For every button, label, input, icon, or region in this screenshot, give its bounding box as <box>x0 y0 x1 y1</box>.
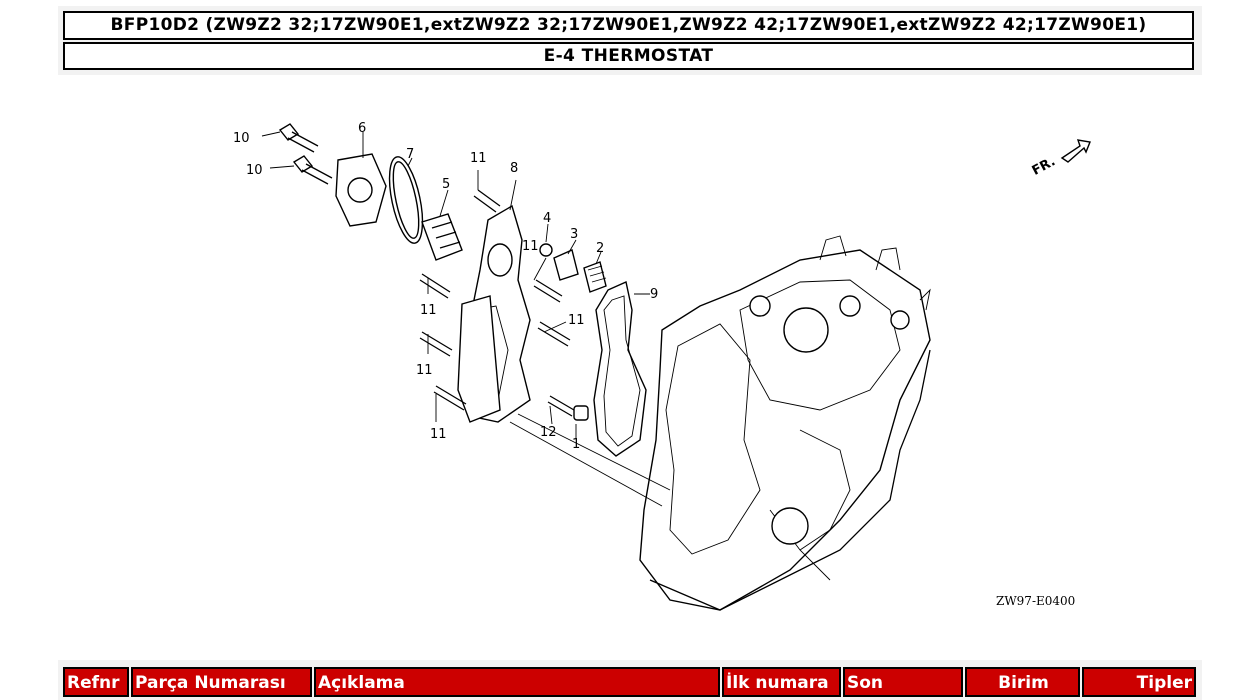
col-description[interactable]: Açıklama <box>314 667 720 697</box>
bolt-10a <box>278 123 319 153</box>
callout-12: 12 <box>540 425 557 440</box>
front-marker: FR. <box>1030 154 1058 179</box>
front-arrow-icon: FR. <box>1030 139 1091 179</box>
callout-7: 7 <box>406 147 414 162</box>
col-unit[interactable]: Birim <box>965 667 1080 697</box>
callout-11f: 11 <box>430 427 447 442</box>
parts-diagram: 10 10 6 7 5 11 8 4 11 3 2 9 11 11 11 11 … <box>233 121 1091 611</box>
drawing-code: ZW97-E0400 <box>996 594 1075 608</box>
bolt-12 <box>547 395 575 417</box>
callout-11a: 11 <box>470 151 487 166</box>
col-part-number[interactable]: Parça Numarası <box>131 667 312 697</box>
bolt-11b <box>419 273 451 299</box>
cylinder-block <box>639 235 931 611</box>
callout-11d: 11 <box>568 313 585 328</box>
section-title: E-4 THERMOSTAT <box>63 42 1194 70</box>
callout-3: 3 <box>570 227 578 242</box>
col-types[interactable]: Tipler <box>1082 667 1196 697</box>
callout-11c: 11 <box>420 303 437 318</box>
dowel <box>573 405 589 421</box>
callout-9: 9 <box>650 287 658 302</box>
callout-10b: 10 <box>246 163 263 178</box>
spring <box>583 261 607 293</box>
bolt-11c <box>419 331 453 357</box>
bolt-11d <box>433 385 467 411</box>
washer <box>539 243 553 257</box>
bolt-11f <box>537 321 571 347</box>
bolt-11a <box>473 189 501 213</box>
bolt-10b <box>292 155 333 185</box>
thermostat-part <box>421 213 463 261</box>
callout-10a: 10 <box>233 131 250 146</box>
bolt-11e <box>533 279 563 303</box>
callout-11e: 11 <box>416 363 433 378</box>
callout-2: 2 <box>596 241 604 256</box>
callout-11b: 11 <box>522 239 539 254</box>
callout-4: 4 <box>543 211 551 226</box>
housing-plate <box>457 295 501 423</box>
callout-1: 1 <box>572 437 580 452</box>
callout-6: 6 <box>358 121 366 136</box>
model-title: BFP10D2 (ZW9Z2 32;17ZW90E1,extZW9Z2 32;1… <box>63 11 1194 40</box>
callout-8: 8 <box>510 161 518 176</box>
gasket <box>593 281 647 457</box>
col-last[interactable]: Son <box>843 667 963 697</box>
callout-5: 5 <box>442 177 450 192</box>
valve-part <box>553 249 579 281</box>
col-refnr[interactable]: Refnr <box>63 667 129 697</box>
col-first-number[interactable]: İlk numara <box>722 667 841 697</box>
